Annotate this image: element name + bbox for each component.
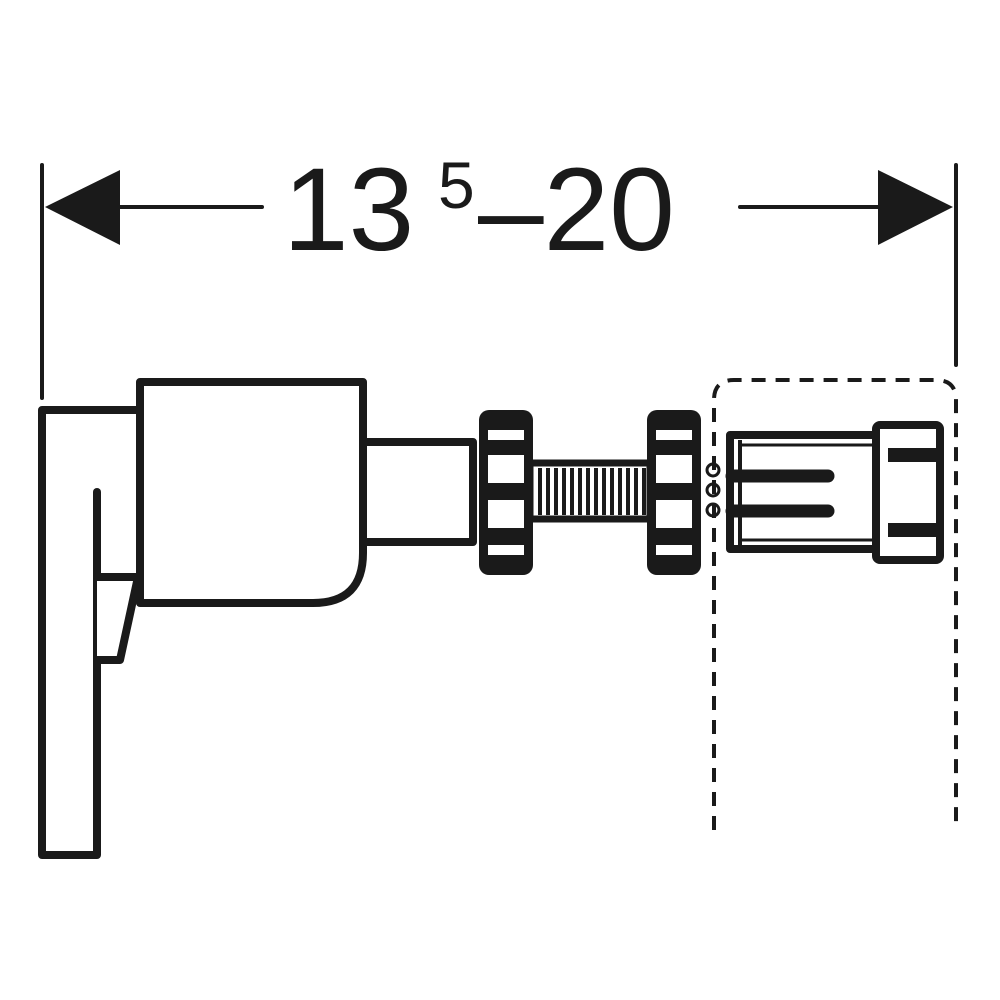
rod-threads [538,468,646,515]
extension-outline-dashed [712,378,958,830]
dimension-main: 13 [283,144,414,276]
dimension-range-end: –20 [478,144,675,276]
connector [726,421,944,564]
lock-nut-right [647,410,701,575]
connector-prongs [725,448,940,537]
lock-nut-left [479,410,533,575]
arrow-right-icon [878,170,953,245]
dimension-superscript: 5 [438,148,475,222]
pipe-stub [359,438,477,546]
arrow-left-icon [45,170,120,245]
plate-bracket [93,573,142,664]
valve-body [136,378,367,607]
